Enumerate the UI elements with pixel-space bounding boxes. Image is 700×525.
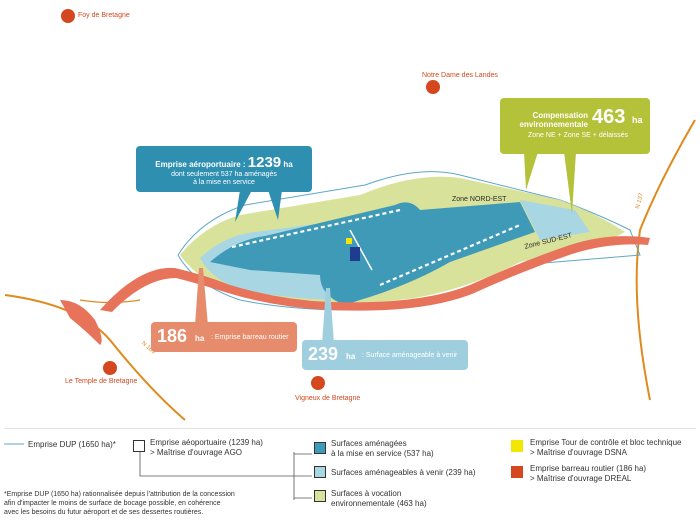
legend-vocation-2: environnementale (463 ha) xyxy=(331,499,427,508)
town-dot-vigneux xyxy=(311,376,325,390)
callout-aero-pointer xyxy=(235,190,282,222)
legend-amenageables: Surfaces aménageables à venir (239 ha) xyxy=(331,468,476,477)
town-label-notre-dame: Notre Dame des Landes xyxy=(422,72,498,79)
legend-vocation-swatch xyxy=(314,490,326,502)
legend-tour-1: Emprise Tour de contrôle et bloc techniq… xyxy=(530,438,682,447)
callout-barreau-pointer xyxy=(195,268,208,326)
town-label-foy: Foy de Bretagne xyxy=(78,12,130,19)
legend-ago-swatch xyxy=(133,440,145,452)
footnote-line-2: afin d'impacter le moins de surface de b… xyxy=(4,500,221,507)
road-n165 xyxy=(4,294,186,421)
callout-compensation-line2: Zone NE + Zone SE + délaissés xyxy=(528,132,628,139)
callout-surface-unit: ha xyxy=(346,352,356,361)
terminal xyxy=(350,247,360,261)
zone-label-nord-est: Zone NORD-EST xyxy=(452,196,507,203)
callout-barreau-value: 186 xyxy=(157,326,188,346)
callout-barreau: 186 ha : Emprise barreau routier xyxy=(151,322,297,352)
zone-amenagee xyxy=(210,202,535,305)
town-dot-foy xyxy=(61,9,75,23)
legend-barreau-2: > Maîtrise d'ouvrage DREAL xyxy=(530,474,632,483)
footnote-line-3: avec les besoins du futur aéroport et de… xyxy=(4,509,204,516)
taxiway xyxy=(349,229,373,271)
legend-bracket xyxy=(139,452,312,500)
callout-surface-pointer xyxy=(322,288,334,344)
legend-dup: Emprise DUP (1650 ha)* xyxy=(28,440,116,449)
legend-ago-2: > Maîtrise d'ouvrage AGO xyxy=(150,448,243,457)
callout-compensation-value: 463 xyxy=(592,106,626,128)
legend-amenagees-2: à la mise en service (537 ha) xyxy=(331,449,434,458)
footnote-line-1: *Emprise DUP (1650 ha) rationnalisée dep… xyxy=(4,491,235,498)
legend-tour-swatch xyxy=(511,440,523,452)
legend-dup-line xyxy=(4,443,24,445)
callout-compensation-title1: Compensation xyxy=(532,111,588,120)
zone-amenageable-se xyxy=(520,200,590,240)
callout-surface-value: 239 xyxy=(308,344,339,364)
town-dot-notre-dame xyxy=(426,80,440,94)
legend-barreau-swatch xyxy=(511,466,523,478)
callout-surface-label: : Surface aménageable à venir xyxy=(362,352,458,359)
town-label-temple: Le Temple de Bretagne xyxy=(65,378,138,385)
callout-surface: 239 ha : Surface aménageable à venir xyxy=(302,340,468,370)
callout-aero-line3: à la mise en service xyxy=(193,179,255,186)
callout-barreau-unit: ha xyxy=(195,334,205,343)
callout-aero-value: 1239 xyxy=(247,154,282,171)
legend-ago-1: Emprise aéoportuaire (1239 ha) xyxy=(150,438,263,447)
legend-vocation-1: Surfaces à vocation xyxy=(331,489,402,498)
callout-aero-line2: dont seulement 537 ha aménagés xyxy=(171,171,277,178)
callout-barreau-label: : Emprise barreau routier xyxy=(211,334,289,341)
road-n137 xyxy=(635,119,696,401)
dup-perimeter xyxy=(177,171,641,311)
legend-amenagees-1: Surfaces aménagées xyxy=(331,439,407,448)
legend-tour-2: > Maîtrise d'ouvrage DSNA xyxy=(530,448,627,457)
callout-compensation: Compensation environnementale 463 ha Zon… xyxy=(500,98,650,154)
callout-aero-unit: ha xyxy=(283,160,293,169)
legend-barreau-1: Emprise barreau routier (186 ha) xyxy=(530,464,647,473)
callout-compensation-pointer xyxy=(524,152,576,214)
town-dot-temple xyxy=(103,361,117,375)
callout-aero-title: Emprise aéroportuaire : xyxy=(155,160,246,169)
control-tower xyxy=(346,238,352,244)
callout-compensation-title2: environnementale xyxy=(519,120,588,129)
legend-amenageables-swatch xyxy=(314,466,326,478)
town-label-vigneux: Vigneux de Bretagne xyxy=(295,395,361,402)
callout-emprise-aeroportuaire: Emprise aéroportuaire : 1239 ha dont seu… xyxy=(136,146,312,192)
callout-compensation-unit: ha xyxy=(632,115,643,125)
runway-south xyxy=(379,223,521,287)
barreau-routier xyxy=(60,236,650,345)
runway-north xyxy=(231,208,401,249)
legend-separator xyxy=(4,428,696,429)
legend-amenagees-swatch xyxy=(314,442,326,454)
